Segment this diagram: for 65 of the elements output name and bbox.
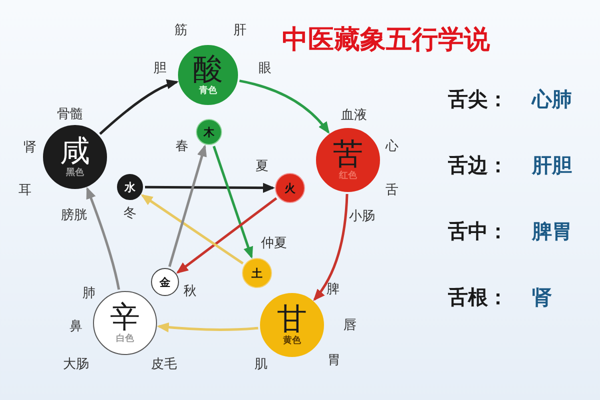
element-character: 金 [160,276,170,288]
arrow [239,80,330,134]
organ-label: 血液 [341,107,367,124]
tongue-region-label: 舌边： [448,152,508,179]
season-label: 夏 [256,158,268,175]
arrow [212,146,254,259]
organ-text: 肝胆 [532,152,572,179]
organ-label: 舌 [386,182,398,199]
element-circle [151,268,179,296]
organ-label: 胃 [328,352,340,369]
element-character: 木 [204,126,214,138]
organ-label: 心 [386,138,398,155]
season-label: 仲夏 [261,235,287,252]
title: 中医藏象五行学说 [282,24,490,57]
organ-label: 皮毛 [151,356,177,373]
arrow [156,322,258,332]
organ-label: 膀胱 [61,207,87,224]
element-circle [117,174,143,200]
organ-label: 肝 [234,22,246,39]
tongue-region-label: 舌根： [448,284,508,311]
organ-label: 眼 [258,60,272,77]
element-circle [196,119,222,145]
organ-label: 肺 [82,285,96,302]
element-circle [242,258,272,288]
arrow [168,144,207,267]
organ-label: 脾 [326,281,340,298]
arrow [176,197,278,274]
season-label: 秋 [184,283,196,300]
organ-label: 小肠 [349,208,375,225]
organ-label: 胆 [154,60,166,77]
arrow [140,194,244,264]
taste-character: 甘 [277,304,307,334]
taste-character: 酸 [193,54,223,84]
organ-text: 肾 [532,284,552,311]
tongue-region-label: 舌中： [448,218,508,245]
organ-label: 耳 [18,182,32,199]
color-name: 黑色 [66,168,84,178]
color-name: 黄色 [283,336,301,346]
arrow [99,80,179,135]
element-character: 土 [252,268,262,278]
organ-label: 肾 [24,139,36,156]
organ-label: 肌 [254,356,268,373]
tongue-region-label: 舌尖： [448,86,508,113]
organ-text: 脾胃 [532,218,572,245]
taste-character: 苦 [333,140,363,170]
organ-label: 鼻 [70,318,82,335]
color-name: 红色 [339,172,357,180]
color-name: 白色 [116,334,134,344]
taste-circle [43,125,107,189]
taste-character: 咸 [60,136,90,166]
organ-label: 唇 [344,317,356,334]
season-label: 春 [176,138,188,155]
arrow [145,182,275,193]
organ-label: 大肠 [63,356,89,373]
element-character: 火 [284,182,296,194]
element-character: 水 [124,182,136,192]
organ-label: 筋 [174,22,188,39]
organ-text: 心肺 [532,86,572,113]
season-label: 冬 [124,205,136,222]
taste-character: 辛 [110,302,140,332]
color-name: 青色 [199,86,217,96]
arrow [313,194,348,302]
organ-label: 骨髓 [57,106,83,123]
element-circle [275,173,305,203]
arrow [86,186,120,290]
